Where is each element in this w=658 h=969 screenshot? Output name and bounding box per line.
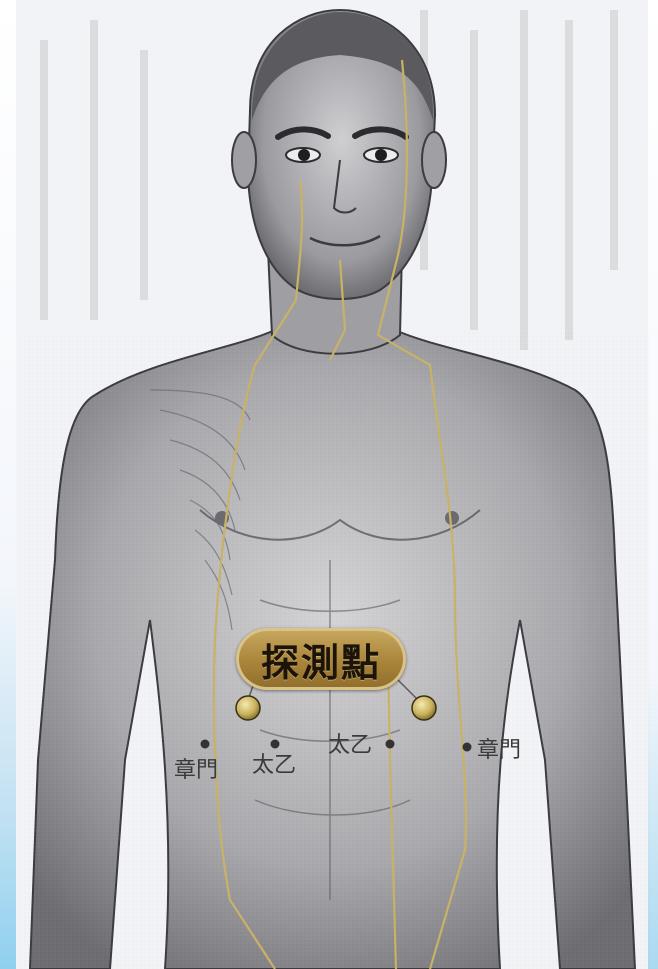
- ear-right: [422, 132, 446, 188]
- dot-taiyi-right: [386, 740, 395, 749]
- probe-point-left: [236, 696, 260, 720]
- probe-point-right: [412, 696, 436, 720]
- nipple-right: [445, 511, 459, 525]
- dot-taiyi-left: [271, 740, 280, 749]
- dot-zhangmen-right: [463, 743, 472, 752]
- label-taiyi-left: 太乙: [252, 753, 296, 778]
- ear-left: [232, 132, 256, 188]
- label-zhangmen-right: 章門: [477, 738, 521, 763]
- diagram-title: 探測點: [261, 632, 381, 687]
- label-taiyi-right: 太乙: [328, 733, 372, 758]
- probe-points-badge: 探測點: [236, 628, 406, 690]
- label-zhangmen-left: 章門: [174, 758, 218, 783]
- dot-zhangmen-left: [201, 740, 210, 749]
